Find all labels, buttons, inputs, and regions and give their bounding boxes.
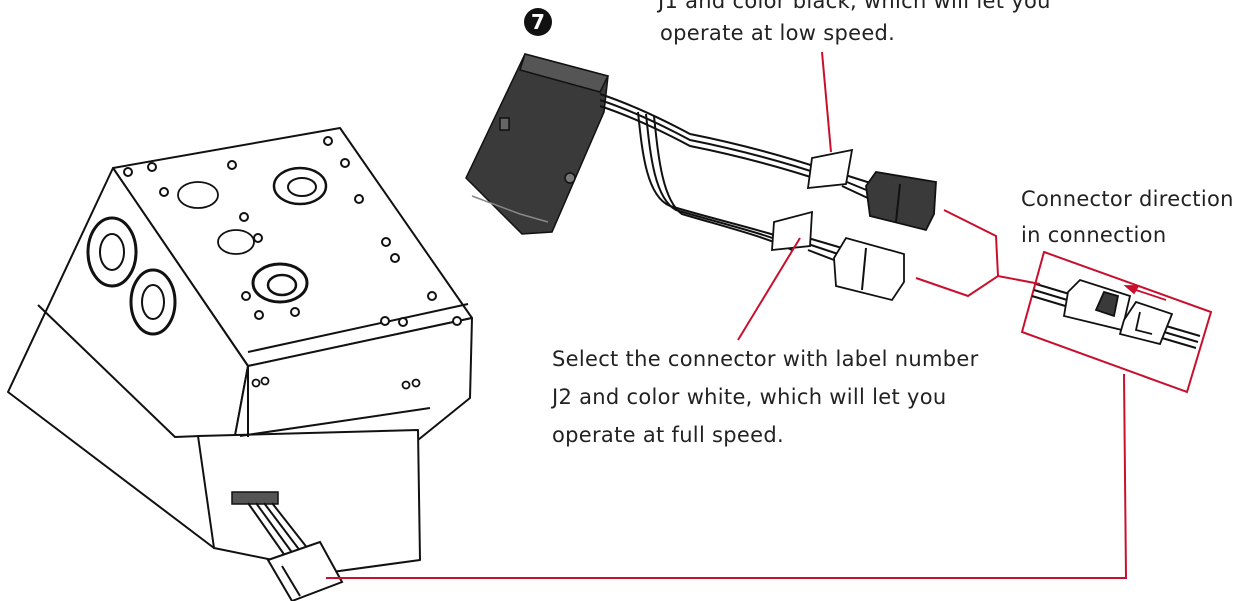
motor-plug [266,540,344,601]
wire-label-tags [771,148,854,252]
motor-screws [123,136,462,327]
direction-arrow [1123,285,1167,301]
main-harness-connector [465,53,610,235]
direction-caption-line2: in connection [1021,223,1167,247]
callout-lines [326,51,1128,579]
motor-cable [231,491,313,561]
harness-wires [599,93,881,261]
direction-inset [1020,250,1213,394]
full-speed-callout-line2: J2 and color white, which will let you [552,385,947,409]
low-speed-callout-line2: operate at low speed. [660,21,896,45]
j2-white-connector [833,236,905,302]
motor-block [7,127,473,573]
full-speed-callout-line1: Select the connector with label number [552,347,979,371]
full-speed-callout-line3: operate at full speed. [552,423,784,447]
step-number-badge: 7 [524,8,552,36]
low-speed-callout-line1: J1 and color black, which will let you [658,0,1051,13]
j1-black-connector [865,171,937,232]
direction-caption-line1: Connector direction [1021,187,1234,211]
front-holes [251,376,421,390]
